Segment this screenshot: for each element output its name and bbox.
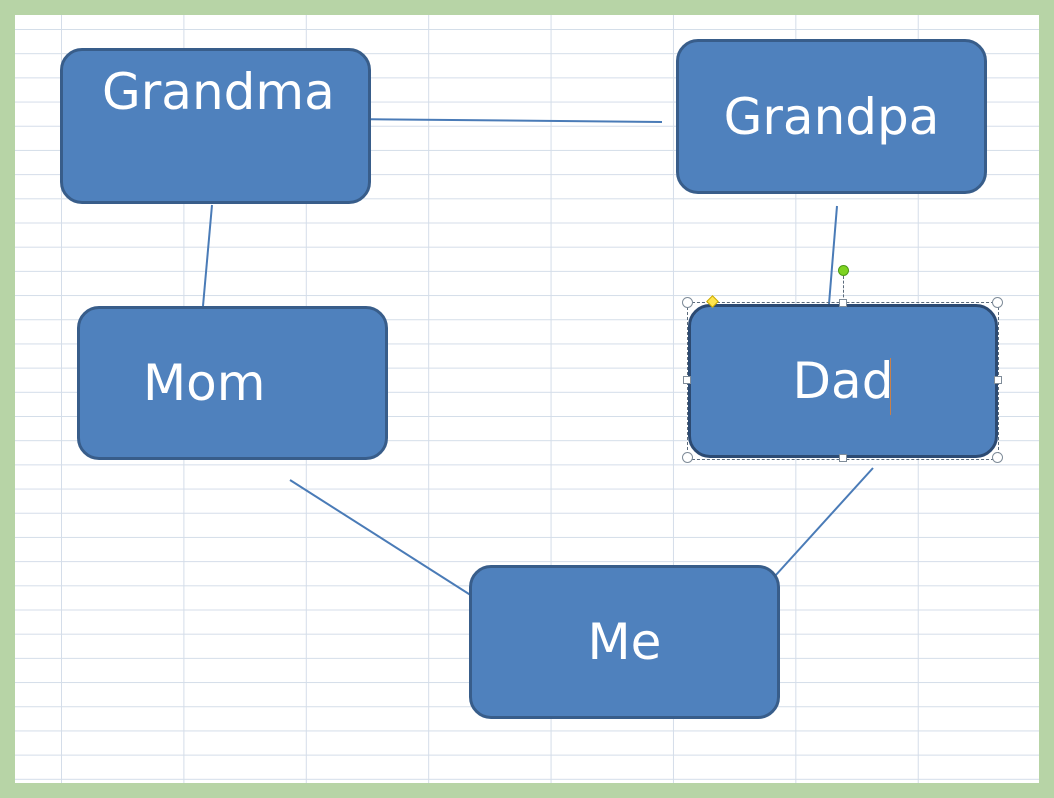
resize-handle-right[interactable] <box>994 376 1002 384</box>
rotate-handle[interactable] <box>838 265 849 276</box>
spreadsheet-canvas[interactable]: Grandma Grandpa Mom Dad Me <box>15 15 1039 783</box>
node-dad[interactable]: Dad <box>688 304 998 458</box>
connector-grandma-grandpa[interactable] <box>347 118 663 123</box>
resize-handle-top[interactable] <box>839 299 847 307</box>
node-me[interactable]: Me <box>469 565 780 719</box>
resize-handle-bottom-right[interactable] <box>992 452 1003 463</box>
node-label: Mom <box>143 354 266 412</box>
resize-handle-top-left[interactable] <box>682 297 693 308</box>
text-cursor <box>890 358 891 415</box>
node-grandpa[interactable]: Grandpa <box>676 39 987 194</box>
resize-handle-top-right[interactable] <box>992 297 1003 308</box>
node-label: Dad <box>792 352 894 410</box>
node-label: Grandma <box>102 63 335 121</box>
node-label: Grandpa <box>723 87 940 146</box>
node-label: Me <box>587 613 662 671</box>
resize-handle-left[interactable] <box>683 376 691 384</box>
rotate-handle-stem <box>843 276 844 302</box>
resize-handle-bottom[interactable] <box>839 454 847 462</box>
resize-handle-bottom-left[interactable] <box>682 452 693 463</box>
node-mom[interactable]: Mom <box>77 306 388 460</box>
node-grandma[interactable]: Grandma <box>60 48 371 204</box>
connector-dad-me[interactable] <box>774 467 874 577</box>
connector-grandma-mom[interactable] <box>202 204 213 307</box>
connector-grandpa-dad[interactable] <box>828 205 838 305</box>
